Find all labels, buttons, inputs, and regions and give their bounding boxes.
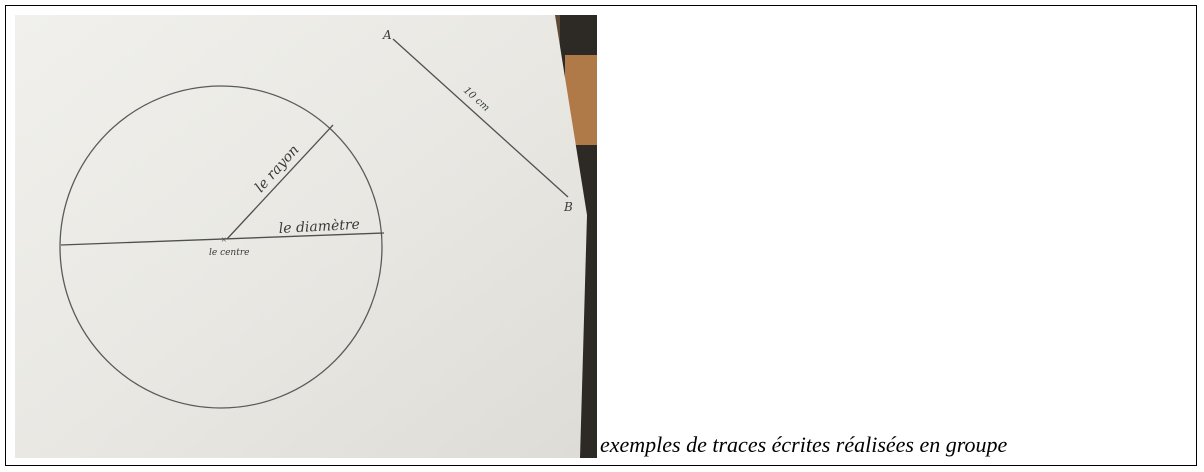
segment-ab: [392, 38, 569, 198]
label-point-a: A: [382, 28, 392, 42]
label-point-b: B: [563, 200, 573, 214]
label-diametre: le diamètre: [278, 217, 360, 237]
radius-line: [226, 124, 334, 240]
table-cell: [5, 5, 1197, 466]
circle-drawing: [59, 85, 383, 409]
drawing-illustration: × le rayon le diamètre le centre A B 10 …: [15, 15, 597, 458]
diameter-line: [60, 232, 385, 246]
drawing-photo: × le rayon le diamètre le centre A B 10 …: [15, 15, 597, 458]
label-centre: le centre: [209, 248, 249, 258]
caption-text: exemples de traces écrites réalisées en …: [600, 432, 1008, 457]
centre-cross: ×: [221, 235, 227, 246]
